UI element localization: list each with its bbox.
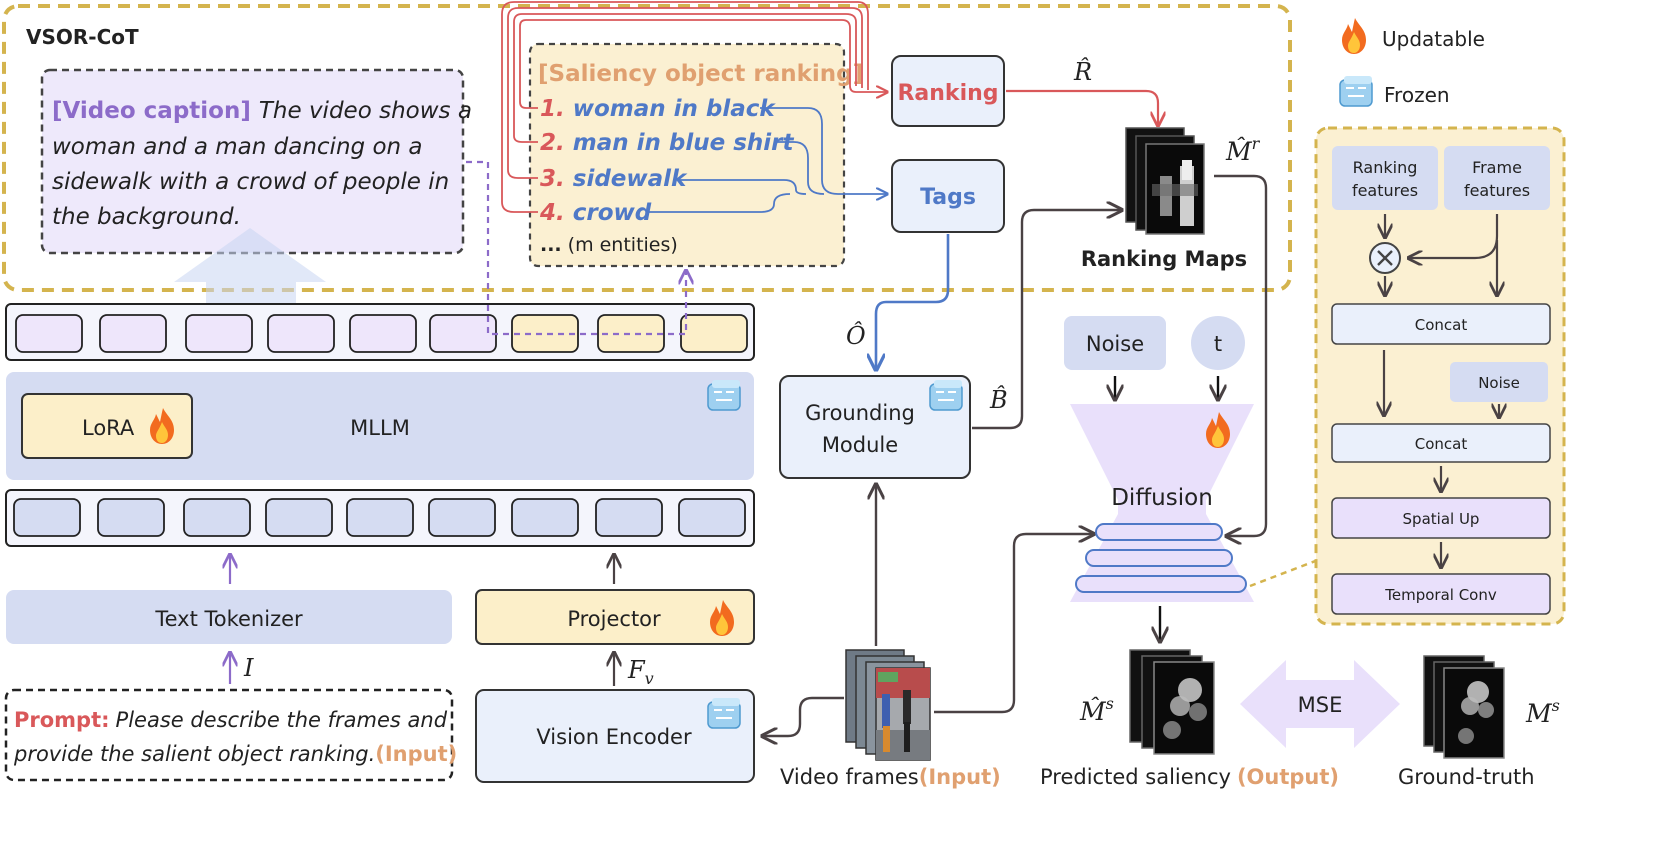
detail-callout-line bbox=[1249, 558, 1319, 588]
entity-3: 3.sidewalk bbox=[540, 166, 688, 192]
video-frames-label: Video frames(Input) bbox=[780, 765, 1001, 789]
ranking-maps-label: Ranking Maps bbox=[1081, 247, 1247, 271]
entity-4: 4.crowd bbox=[539, 200, 652, 226]
noise-box bbox=[1064, 316, 1166, 370]
ranking-features-label-1: Ranking bbox=[1353, 158, 1418, 177]
entity-1: 1.woman in black bbox=[540, 96, 776, 122]
o-hat-symbol: Ô bbox=[846, 321, 866, 350]
text-tokenizer-box bbox=[6, 590, 452, 644]
mse-double-arrow bbox=[1240, 660, 1400, 748]
ranking-connector-lines bbox=[501, 1, 886, 213]
m-s-symbol: Ms bbox=[1525, 696, 1560, 728]
m-s-hat-symbol: M̂s bbox=[1079, 694, 1114, 726]
vsor-cot-title: VSOR-CoT bbox=[26, 25, 139, 49]
ranking-features-label-2: features bbox=[1352, 181, 1418, 200]
mllm-label: MLLM bbox=[350, 416, 410, 440]
b-hat-symbol: B̂ bbox=[989, 386, 1008, 414]
saliency-ranking-box bbox=[528, 42, 846, 268]
detail-noise-box bbox=[1450, 362, 1548, 402]
grounding-ice-icon bbox=[929, 380, 963, 411]
ranking-box bbox=[891, 55, 1005, 127]
grounding-module-box bbox=[779, 375, 971, 479]
ground-truth-stack bbox=[1423, 655, 1505, 759]
spatial-up-label: Spatial Up bbox=[1403, 510, 1480, 528]
projector-label: Projector bbox=[567, 607, 661, 631]
ranking-features-box bbox=[1332, 146, 1438, 210]
flame-icon bbox=[1342, 18, 1366, 54]
vision-encoder-box bbox=[475, 689, 755, 783]
prompt-text-line2: provide the salient object ranking.(Inpu… bbox=[13, 742, 457, 766]
tags-connector-lines bbox=[648, 107, 886, 213]
prompt-box bbox=[4, 688, 454, 782]
r-hat-symbol: R̂ bbox=[1073, 58, 1092, 86]
maps-to-diffusion-arrow bbox=[1214, 174, 1268, 536]
diffusion-flame-icon bbox=[1206, 412, 1230, 448]
temporal-conv-label: Temporal Conv bbox=[1384, 586, 1497, 604]
grounding-label-1: Grounding bbox=[805, 401, 915, 425]
vision-encoder-label: Vision Encoder bbox=[536, 725, 692, 749]
spatial-up-box bbox=[1331, 497, 1551, 539]
mse-label: MSE bbox=[1298, 693, 1343, 717]
lora-box bbox=[21, 393, 193, 459]
concat-2-label: Concat bbox=[1415, 435, 1468, 453]
frame-feat-to-multiply-arrow bbox=[1410, 214, 1499, 258]
video-frames-stack bbox=[845, 649, 931, 761]
multiply-cross bbox=[1377, 250, 1393, 266]
ranking-box-label: Ranking bbox=[897, 81, 998, 106]
tags-to-grounding-arrow bbox=[876, 234, 950, 368]
detail-noise-label: Noise bbox=[1478, 374, 1520, 392]
text-tokenizer-label: Text Tokenizer bbox=[154, 607, 303, 631]
encoder-ice-icon bbox=[707, 698, 741, 729]
legend-updatable: Updatable bbox=[1382, 27, 1485, 51]
temporal-conv-box bbox=[1331, 573, 1551, 615]
predicted-saliency-label: Predicted saliency(Output) bbox=[1040, 765, 1339, 789]
noise-label: Noise bbox=[1086, 332, 1144, 356]
projector-flame-icon bbox=[710, 600, 734, 636]
more-entities: ...(m entities) bbox=[540, 234, 678, 256]
predicted-saliency-stack bbox=[1129, 649, 1215, 755]
output-tokens bbox=[15, 314, 748, 353]
frames-to-encoder-arrow bbox=[764, 696, 844, 736]
concat-2-box bbox=[1331, 423, 1551, 463]
saliency-ranking-title: [Saliency object ranking] bbox=[538, 61, 863, 87]
input-tokens bbox=[13, 498, 746, 537]
mllm-ice-icon bbox=[707, 380, 741, 411]
lora-label: LoRA bbox=[82, 416, 135, 440]
t-label: t bbox=[1214, 332, 1222, 356]
ranking-to-maps-arrow bbox=[1006, 89, 1158, 124]
mllm-block bbox=[6, 372, 754, 480]
concat-1-box bbox=[1331, 303, 1551, 345]
lora-flame-icon bbox=[150, 408, 174, 444]
entity-2: 2.man in blue shirt bbox=[540, 130, 795, 156]
caption-dashed-connector bbox=[466, 160, 686, 336]
vsor-cot-region bbox=[2, 4, 1292, 292]
diffusion-label: Diffusion bbox=[1111, 485, 1213, 511]
projector-box bbox=[475, 589, 755, 645]
frames-to-diffusion-arrow bbox=[934, 534, 1092, 714]
m-r-symbol: M̂r bbox=[1225, 134, 1261, 166]
ranking-maps-stack bbox=[1125, 127, 1205, 235]
video-caption-box bbox=[40, 68, 465, 255]
legend-frozen: Frozen bbox=[1384, 83, 1450, 107]
tags-box bbox=[891, 159, 1005, 233]
t-circle bbox=[1191, 316, 1245, 370]
frame-features-label-2: features bbox=[1464, 181, 1530, 200]
grounding-label-2: Module bbox=[822, 433, 898, 457]
grounding-to-maps-arrow bbox=[972, 210, 1120, 430]
i-symbol: I bbox=[243, 654, 254, 682]
prompt-text-line1: Prompt:Please describe the frames and bbox=[14, 708, 448, 732]
tags-box-label: Tags bbox=[920, 185, 976, 210]
fv-symbol: Fv bbox=[627, 656, 654, 688]
video-caption-text: [Video caption]The video shows a woman a… bbox=[52, 98, 479, 230]
ice-cube-icon bbox=[1339, 76, 1373, 107]
frame-features-label-1: Frame bbox=[1472, 158, 1522, 177]
frame-features-box bbox=[1444, 146, 1550, 210]
concat-1-label: Concat bbox=[1415, 316, 1468, 334]
diffusion-layers bbox=[1075, 523, 1247, 593]
ground-truth-label: Ground-truth bbox=[1398, 765, 1535, 789]
